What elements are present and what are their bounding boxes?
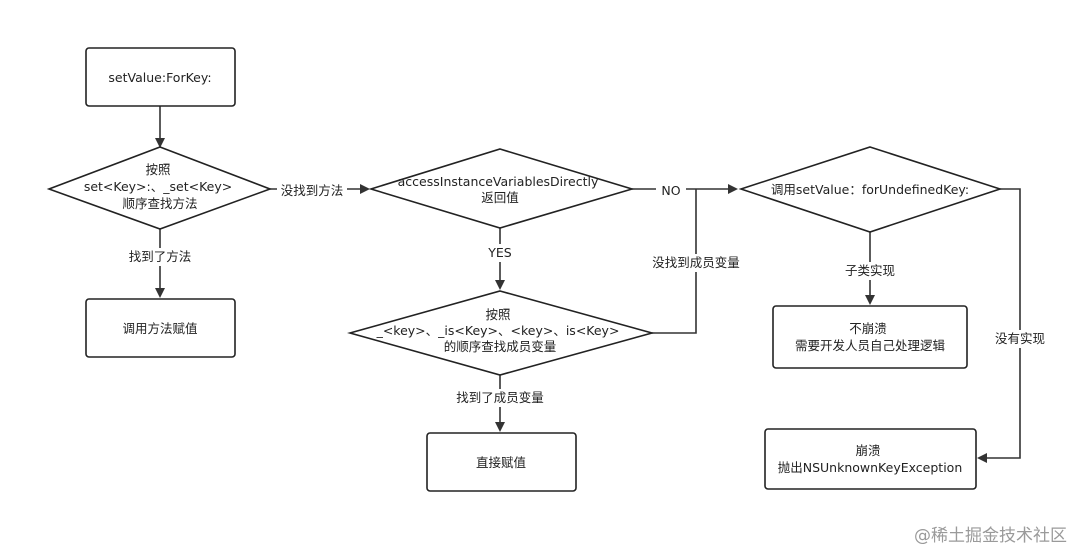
edge-label-no: NO [661, 183, 680, 198]
node-search-ivars-text: 按照 _<key>、_is<Key>、<key>、is<Key> 的顺序查找成员… [376, 307, 624, 354]
node-crash-line-1: 崩溃 [856, 443, 881, 458]
edge-label-not-impl-bg [991, 330, 1049, 348]
node-setvalue-text: setValue:ForKey: [108, 70, 211, 85]
node-search-methods-line-3: 顺序查找方法 [122, 196, 197, 211]
edge-label-yes: YES [487, 245, 512, 260]
node-no-crash-line-2: 需要开发人员自己处理逻辑 [795, 338, 945, 353]
node-crash-text: 崩溃 抛出NSUnknownKeyException [778, 443, 963, 475]
node-access-ivars-line-1: accessInstanceVariablesDirectly [398, 174, 599, 189]
edge-label-found-ivar: 找到了成员变量 [456, 390, 544, 405]
edge-labels: 找到了方法 没找到方法 YES NO 没找到成员变量 找到了成员变量 子类实现 … [122, 182, 1049, 407]
node-call-method: 调用方法赋值 [85, 298, 236, 358]
node-access-ivars-diamond [368, 148, 635, 229]
edge-label-no-bg [656, 182, 686, 200]
node-search-methods-line-1: 按照 [146, 162, 171, 177]
node-undefined-key-text: 调用setValue：forUndefinedKey: [771, 182, 969, 197]
node-undefined-key: 调用setValue：forUndefinedKey: [738, 146, 1003, 233]
node-search-methods: 按照 set<Key>:、_set<Key> 顺序查找方法 [46, 146, 273, 230]
node-undefined-key-diamond [738, 146, 1003, 233]
edge-label-found-ivar-bg [454, 389, 546, 407]
edge-label-ivar-not-found-bg [648, 254, 744, 272]
edge-ivars-to-undefined [652, 189, 697, 334]
node-search-ivars-line-1: 按照 [486, 307, 511, 322]
edge-label-not-impl: 没有实现 [995, 331, 1045, 346]
node-search-methods-line-2: set<Key>:、_set<Key> [84, 179, 232, 194]
edge-label-yes-bg [484, 244, 516, 262]
node-crash-box [764, 428, 977, 490]
edge-label-found-method-bg [122, 248, 198, 266]
node-search-ivars: 按照 _<key>、_is<Key>、<key>、is<Key> 的顺序查找成员… [347, 290, 656, 376]
node-access-ivars-line-2: 返回值 [481, 190, 519, 205]
node-call-method-line-1: 调用方法赋值 [122, 321, 197, 336]
edge-label-subclass-impl: 子类实现 [845, 263, 895, 278]
node-setvalue-line-1: setValue:ForKey: [108, 70, 211, 85]
node-search-ivars-diamond [347, 290, 656, 376]
edge-label-method-not-found-bg [277, 182, 347, 200]
node-search-methods-diamond [46, 146, 273, 230]
edge-undefined-to-crash [977, 188, 1021, 463]
edge-label-method-not-found: 没找到方法 [281, 183, 344, 198]
node-setvalue-box [85, 47, 236, 107]
edge-label-subclass-impl-bg [840, 262, 900, 280]
node-search-ivars-line-3: 的顺序查找成员变量 [444, 339, 557, 354]
node-call-method-box [85, 298, 236, 358]
node-direct-assign: 直接赋值 [426, 432, 577, 492]
edge-label-ivar-not-found: 没找到成员变量 [652, 255, 740, 270]
node-no-crash: 不崩溃 需要开发人员自己处理逻辑 [772, 305, 968, 369]
watermark: @稀土掘金技术社区 [914, 526, 1067, 546]
node-direct-assign-box [426, 432, 577, 492]
edge-label-found-method: 找到了方法 [129, 249, 192, 264]
node-search-methods-text: 按照 set<Key>:、_set<Key> 顺序查找方法 [84, 162, 236, 211]
node-setvalue: setValue:ForKey: [85, 47, 236, 107]
node-no-crash-line-1: 不崩溃 [849, 321, 887, 336]
node-search-ivars-line-2: _<key>、_is<Key>、<key>、is<Key> [376, 323, 620, 338]
node-call-method-text: 调用方法赋值 [122, 321, 197, 336]
node-access-ivars: accessInstanceVariablesDirectly 返回值 [368, 148, 635, 229]
node-crash: 崩溃 抛出NSUnknownKeyException [764, 428, 977, 490]
node-crash-line-2: 抛出NSUnknownKeyException [778, 460, 963, 475]
node-access-ivars-text: accessInstanceVariablesDirectly 返回值 [398, 174, 603, 205]
node-no-crash-box [772, 305, 968, 369]
node-direct-assign-line-1: 直接赋值 [476, 455, 526, 470]
node-undefined-key-line-1: 调用setValue：forUndefinedKey: [771, 182, 969, 197]
node-direct-assign-text: 直接赋值 [476, 455, 526, 470]
node-no-crash-text: 不崩溃 需要开发人员自己处理逻辑 [795, 321, 945, 353]
